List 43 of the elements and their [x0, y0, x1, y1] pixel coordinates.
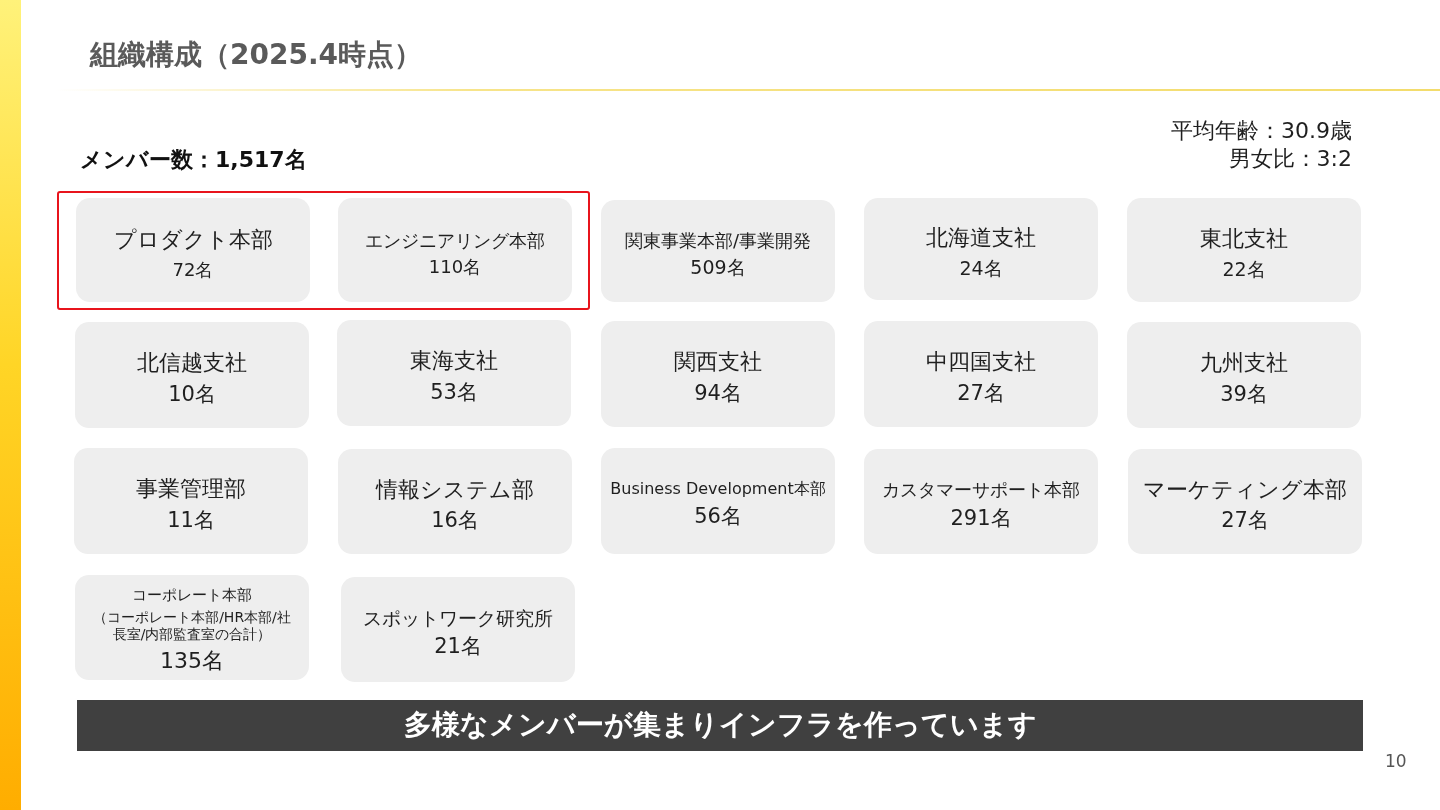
department-name: 東北支社 — [1200, 225, 1288, 254]
gender-ratio: 男女比：3:2 — [1228, 145, 1352, 173]
member-count: 10名 — [168, 380, 216, 408]
department-name: Business Development本部 — [610, 478, 826, 500]
member-count: 11名 — [167, 506, 215, 534]
page-number: 10 — [1385, 750, 1407, 772]
average-age: 平均年齢：30.9歳 — [1171, 117, 1352, 145]
department-name: スポットワーク研究所 — [363, 605, 553, 631]
member-count: 72名 — [172, 257, 214, 281]
member-count: 53名 — [430, 378, 478, 406]
department-name: 東海支社 — [410, 347, 498, 376]
message-banner — [77, 700, 1363, 751]
highlight-frame — [57, 191, 590, 310]
department-name: 情報システム部 — [376, 475, 534, 504]
member-count: 135名 — [160, 646, 224, 675]
member-count: 21名 — [434, 633, 482, 661]
department-name: エンジニアリング本部 — [365, 228, 545, 252]
member-count: 16名 — [431, 507, 479, 535]
department-note: （コーポレート本部/HR本部/社長室/内部監査室の合計） — [92, 608, 292, 644]
member-count: 509名 — [690, 255, 746, 281]
member-count: 56名 — [694, 502, 742, 530]
department-name: コーポレート本部 — [132, 586, 252, 606]
department-name: マーケティング本部 — [1143, 475, 1347, 504]
department-name: 九州支社 — [1200, 349, 1288, 378]
department-name: 中四国支社 — [926, 348, 1036, 377]
member-count: 110名 — [428, 255, 482, 279]
department-name: 北信越支社 — [137, 349, 247, 378]
department-name: 関東事業本部/事業開発 — [624, 228, 812, 253]
department-name: カスタマーサポート本部 — [882, 478, 1080, 502]
department-name: 関西支社 — [674, 348, 762, 377]
member-count: 24名 — [959, 255, 1003, 281]
member-count: 27名 — [957, 379, 1005, 407]
member-count: 22名 — [1222, 256, 1266, 282]
member-count: 94名 — [694, 379, 742, 407]
page-title: 組織構成（2025.4時点） — [90, 37, 423, 73]
banner-text: 多様なメンバーが集まりインフラを作っています — [403, 707, 1037, 744]
member-count: 291名 — [950, 504, 1012, 532]
department-name: 北海道支社 — [926, 224, 1036, 253]
member-count: 39名 — [1220, 380, 1268, 408]
department-name: プロダクト本部 — [113, 226, 273, 254]
member-total: メンバー数：1,517名 — [80, 146, 307, 174]
department-name: 事業管理部 — [136, 475, 246, 504]
member-count: 27名 — [1221, 507, 1269, 535]
